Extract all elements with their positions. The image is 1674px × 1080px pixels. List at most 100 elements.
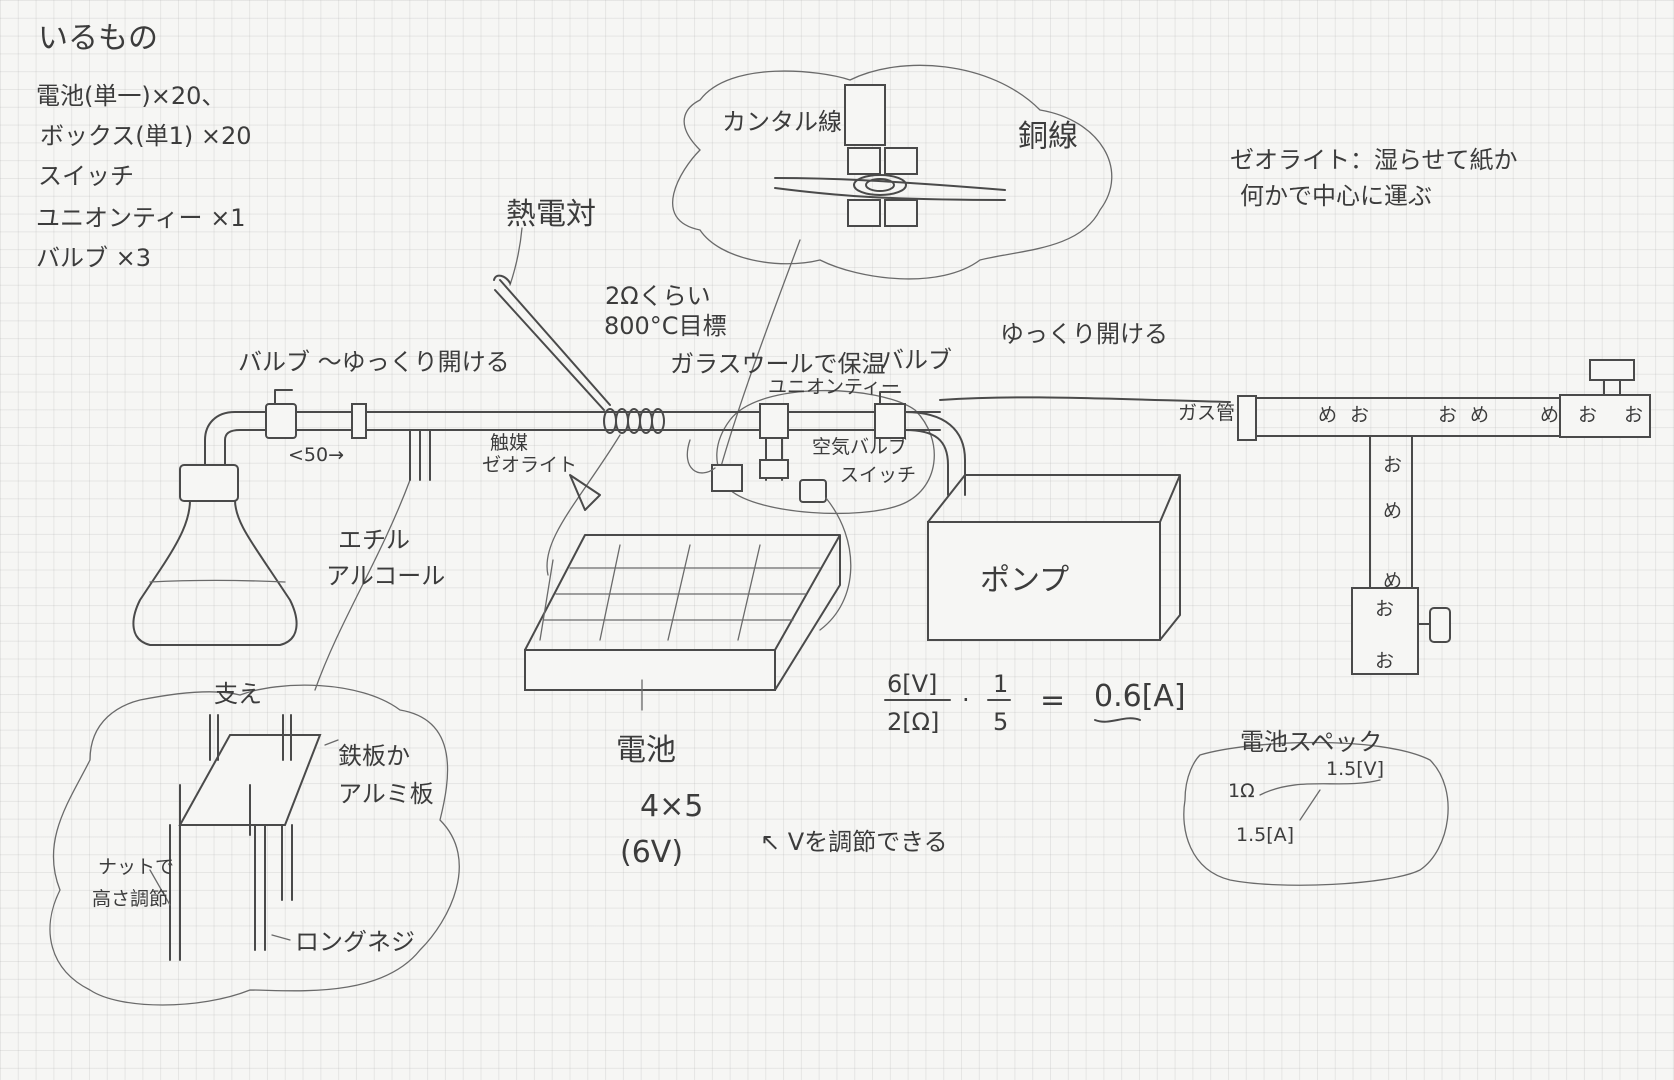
label-ethanol-line1: エチル xyxy=(338,526,410,554)
label-valve-right: バルブ xyxy=(880,346,952,374)
left-valve xyxy=(265,403,297,439)
formula-result: 0.6[A] xyxy=(1094,679,1186,714)
gas-pipe xyxy=(939,396,1231,403)
main-pipe-left-lower xyxy=(224,429,621,466)
detail-bubble-wire xyxy=(672,64,1113,280)
label-air-valve: 空気バルブ xyxy=(812,436,908,458)
regulator-top xyxy=(1589,359,1635,381)
leader-support-to-stand xyxy=(314,479,411,691)
label-long-screw: ロングネジ xyxy=(295,928,415,956)
flask-stopper xyxy=(179,464,239,502)
pipe-mark: め xyxy=(1470,404,1490,426)
pipe-mark: め xyxy=(1540,404,1560,426)
spec-curve-bottom xyxy=(1299,789,1321,821)
materials-item-batteries: 電池(単一)×20、 xyxy=(36,82,226,110)
label-spec-title: 電池スペック xyxy=(1240,728,1383,756)
label-spec-resistance: 1Ω xyxy=(1228,780,1255,802)
gas-line-main xyxy=(1249,397,1561,437)
battery-box xyxy=(524,534,841,691)
battery-wire-marker xyxy=(569,474,601,511)
battery-wire xyxy=(546,434,852,631)
label-battery: 電池 xyxy=(616,733,676,768)
pipe-mark: お xyxy=(1624,404,1644,426)
vertical-mark: お xyxy=(1375,598,1395,620)
regulator-body xyxy=(1559,394,1651,438)
ethanol-flask xyxy=(132,469,298,646)
materials-item-valves: バルブ ×3 xyxy=(36,244,152,272)
label-iron-plate-line2: アルミ板 xyxy=(338,780,434,808)
pipe-mark: め xyxy=(1318,404,1338,426)
formula-denominator-1: 2[Ω] xyxy=(887,708,940,736)
materials-item-boxes: ボックス(単1) ×20 xyxy=(40,122,252,150)
right-valve-handle xyxy=(879,391,901,405)
label-valve-right-note: ゆっくり開ける xyxy=(1000,320,1168,348)
label-switch: スイッチ xyxy=(840,464,917,486)
label-spec-voltage: 1.5[V] xyxy=(1326,758,1385,780)
label-iron-plate-line1: 鉄板か xyxy=(338,742,410,770)
wire-detail xyxy=(774,84,1006,227)
materials-item-switch: スイッチ xyxy=(38,162,134,190)
pipe-mark: お xyxy=(1578,404,1598,426)
label-kanthal-wire: カンタル線 xyxy=(722,108,842,136)
gas-canister xyxy=(1351,587,1419,675)
label-thermocouple: 熱電対 xyxy=(506,197,596,232)
flask-liquid-level xyxy=(149,579,286,583)
label-glass-wool: ガラスウールで保温 xyxy=(670,350,886,378)
formula-equals: = xyxy=(1040,683,1066,718)
label-spec-current: 1.5[A] xyxy=(1236,824,1295,846)
gas-pipe-connector xyxy=(1237,395,1257,441)
label-distance: <50→ xyxy=(288,444,345,466)
detail-bubble-battery-spec xyxy=(1183,741,1449,886)
leader-iron-plate xyxy=(324,739,339,746)
vertical-mark: お xyxy=(1383,454,1403,476)
thermocouple-tip xyxy=(493,274,511,284)
zeolite-note-line1: ゼオライト：湿らせて紙か xyxy=(1230,146,1518,174)
label-battery-voltage: (6V) xyxy=(620,835,684,870)
pipe-mark: お xyxy=(1438,404,1458,426)
regulator-stem xyxy=(1603,379,1621,397)
label-nut-line2: 高さ調節 xyxy=(92,888,169,910)
formula-numerator-1: 6[V] xyxy=(887,670,938,698)
label-gas-pipe: ガス管 xyxy=(1178,402,1236,424)
label-catalyst-line2: ゼオライト xyxy=(482,454,578,476)
vertical-mark: め xyxy=(1383,570,1403,592)
pipe-to-pump xyxy=(904,411,966,496)
label-nut-line1: ナットで xyxy=(98,856,175,878)
gas-line-vertical xyxy=(1369,435,1413,591)
vertical-mark: め xyxy=(1383,500,1403,522)
battery-terminal-left xyxy=(711,464,743,492)
materials-heading: いるもの xyxy=(38,21,158,56)
left-valve-handle xyxy=(274,389,293,405)
formula-denominator-2: 5 xyxy=(993,708,1009,736)
label-adjust-note: ↖ Vを調節できる xyxy=(760,828,948,856)
leader-long-screw xyxy=(271,934,291,941)
leader-bubble-to-coil xyxy=(719,239,801,471)
pump-box-top xyxy=(927,474,1181,641)
vertical-mark: お xyxy=(1375,650,1395,672)
label-temp-target: 800°C目標 xyxy=(604,312,727,340)
battery-switch xyxy=(799,479,827,503)
pipe-mark: お xyxy=(1350,404,1370,426)
label-support: 支え xyxy=(214,680,262,708)
zeolite-note-line2: 何かで中心に運ぶ xyxy=(1240,182,1432,210)
main-pipe-left xyxy=(204,411,621,466)
detail-bubble-support xyxy=(49,684,460,1006)
pipe-joint-left xyxy=(351,403,367,439)
support-stand xyxy=(169,714,322,961)
label-resistance: 2Ωくらい xyxy=(605,282,711,310)
formula-numerator-2: 1 xyxy=(993,670,1009,698)
label-union-tee: ユニオンティー xyxy=(768,376,900,398)
leader-thermocouple-label xyxy=(509,227,523,286)
right-valve xyxy=(874,403,906,439)
label-catalyst-line1: 触媒 xyxy=(490,432,529,454)
label-pump: ポンプ xyxy=(980,563,1070,598)
pipe-stand xyxy=(409,429,433,481)
label-copper-wire: 銅線 xyxy=(1018,119,1078,154)
union-tee-body xyxy=(759,403,789,439)
label-ethanol-line2: アルコール xyxy=(326,562,446,590)
thermocouple-rod xyxy=(494,279,611,411)
leader-nut xyxy=(149,869,171,906)
kanthal-coil xyxy=(603,408,665,434)
air-valve xyxy=(759,459,789,479)
